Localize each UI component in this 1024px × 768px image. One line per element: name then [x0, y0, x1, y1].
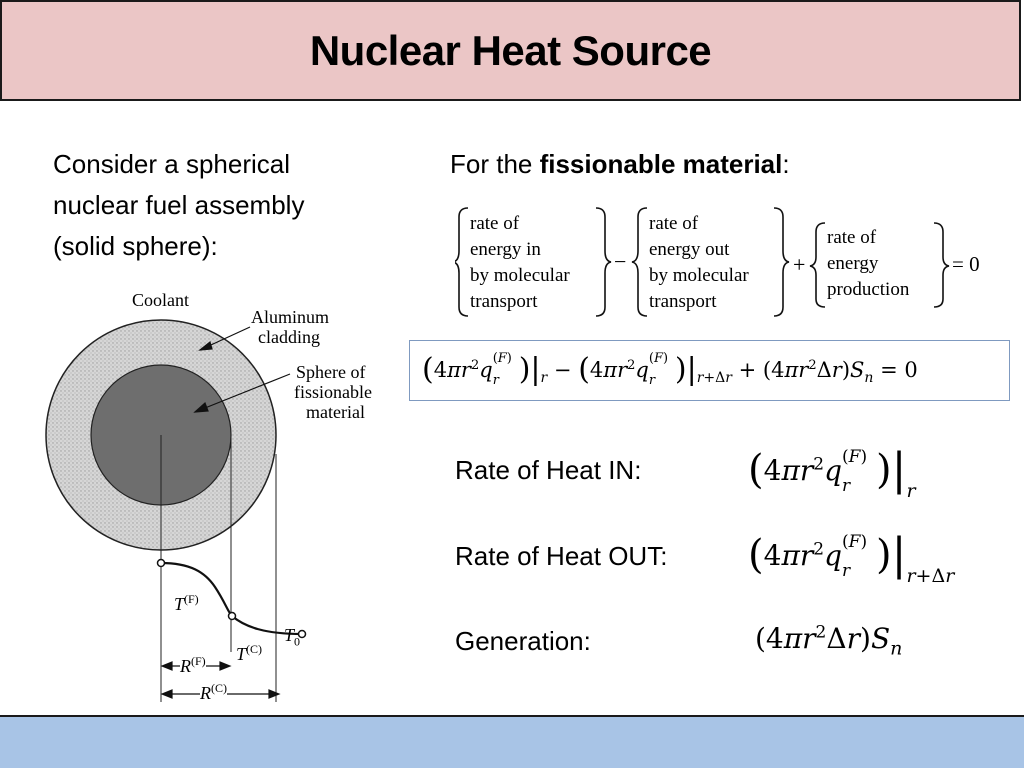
surface-point	[297, 629, 307, 639]
intro-line-1: Consider a spherical	[53, 149, 291, 179]
rc-label: R(C)	[200, 678, 227, 703]
fissionable-suffix: :	[782, 149, 790, 179]
brace-graphics	[455, 207, 950, 317]
sphere-figure	[45, 319, 307, 702]
word-equation: rate of energy in by molecular transport…	[455, 205, 1000, 320]
fissionable-heading: For the fissionable material:	[450, 144, 790, 185]
term2-line: energy out	[649, 239, 730, 260]
fissionable-prefix: For the	[450, 149, 540, 179]
left-brace-1	[455, 207, 469, 317]
generation-label: Generation:	[455, 626, 591, 656]
t0-label: T0	[284, 625, 301, 649]
sphere-label-2: fissionable	[294, 382, 372, 402]
tc-label: T(C)	[236, 642, 263, 664]
term3-line: production	[827, 279, 910, 300]
right-brace-3	[933, 222, 950, 308]
term3-line: energy	[827, 253, 879, 274]
minus-sign: −	[614, 249, 627, 274]
title-bar: Nuclear Heat Source	[0, 0, 1021, 101]
term2-line: by molecular	[649, 265, 749, 286]
cladding-label-1: Aluminum	[251, 307, 330, 327]
heat-in-label: Rate of Heat IN:	[455, 455, 642, 485]
intro-line-2: nuclear fuel assembly	[53, 190, 305, 220]
generation-expression: (4πr2Δr)Sn	[755, 622, 903, 660]
intro-line-3: (solid sphere):	[53, 231, 218, 261]
plus-sign: +	[793, 252, 806, 277]
sphere-label-1: Sphere of	[296, 362, 366, 382]
equals-zero: = 0	[952, 252, 980, 276]
term1-line: rate of	[470, 213, 520, 234]
fissionable-bold: fissionable material	[539, 149, 783, 179]
cladding-arrowhead	[198, 340, 213, 351]
left-brace-2	[631, 207, 648, 317]
heat-out-label: Rate of Heat OUT:	[455, 541, 668, 571]
heat-out-expression: (4πr2q(F)r)|r+Δr	[748, 529, 955, 587]
left-brace-3	[809, 222, 826, 308]
slide-title: Nuclear Heat Source	[309, 26, 712, 74]
term1-line: energy in	[470, 239, 541, 260]
rf-label: R(F)	[180, 651, 206, 676]
tf-label: T(F)	[174, 592, 199, 614]
right-brace-2	[773, 207, 790, 317]
term3-line: rate of	[827, 227, 877, 248]
footer-bar	[0, 715, 1024, 768]
term1-line: by molecular	[470, 265, 570, 286]
term2-line: transport	[649, 291, 717, 312]
cladding-label-2: cladding	[258, 327, 320, 347]
balance-equation: (4πr2q(F)r)|r − (4πr2q(F)r)|r+Δr + (4πr2…	[422, 351, 918, 388]
sphere-diagram: Coolant Aluminum cladding Sphere of fiss…	[40, 282, 400, 703]
temperature-profile	[160, 561, 303, 636]
center-point	[156, 558, 166, 568]
heat-in-expression: (4πr2q(F)r)|r	[748, 444, 916, 502]
intro-text: Consider a spherical nuclear fuel assemb…	[53, 144, 383, 267]
term1-line: transport	[470, 291, 538, 312]
sphere-label-3: material	[306, 402, 365, 422]
term2-line: rate of	[649, 213, 699, 234]
balance-equation-box: (4πr2q(F)r)|r − (4πr2q(F)r)|r+Δr + (4πr2…	[409, 340, 1010, 401]
interface-point	[227, 611, 237, 621]
sphere-arrow	[194, 373, 291, 413]
sphere-arrowhead	[193, 401, 209, 413]
coolant-label: Coolant	[132, 290, 189, 310]
right-brace-1	[595, 207, 612, 317]
